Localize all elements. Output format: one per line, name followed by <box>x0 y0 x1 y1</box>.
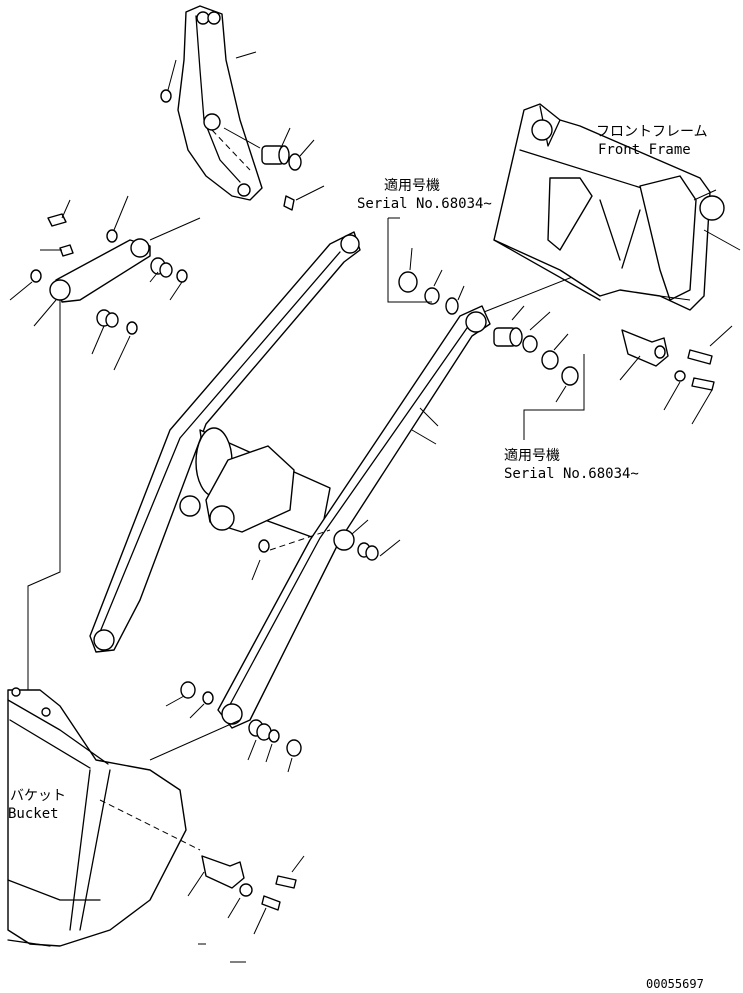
bucket-label-jp: バケット <box>10 788 66 804</box>
serial-box-a: 適用号機 Serial No.68034~ <box>357 177 492 303</box>
front-frame-label-jp: フロントフレーム <box>596 124 708 140</box>
pivot-bushings <box>149 407 439 773</box>
front-frame-label-en: Front Frame <box>598 142 691 158</box>
frame-pin-assembly <box>619 295 733 425</box>
serial-a-jp: 適用号機 <box>384 177 440 194</box>
tilt-link <box>9 195 201 371</box>
serial-a-en: Serial No.68034~ <box>357 196 492 212</box>
cross-tube <box>195 427 331 541</box>
drawing-number: 00055697 <box>646 977 704 991</box>
lift-arm-left <box>89 231 361 653</box>
bell-crank <box>177 5 263 201</box>
bell-crank-bushings <box>160 51 325 211</box>
leader-line <box>27 300 61 704</box>
bucket-pin-assembly <box>187 855 305 963</box>
bucket-shape <box>7 687 201 947</box>
serial-box-b: 適用号機 Serial No.68034~ <box>504 354 639 482</box>
serial-b-en: Serial No.68034~ <box>504 466 639 482</box>
upper-right-bushings <box>398 247 601 403</box>
bucket-label-en: Bucket <box>8 806 59 822</box>
serial-b-jp: 適用号機 <box>504 447 560 464</box>
front-frame <box>493 103 741 311</box>
